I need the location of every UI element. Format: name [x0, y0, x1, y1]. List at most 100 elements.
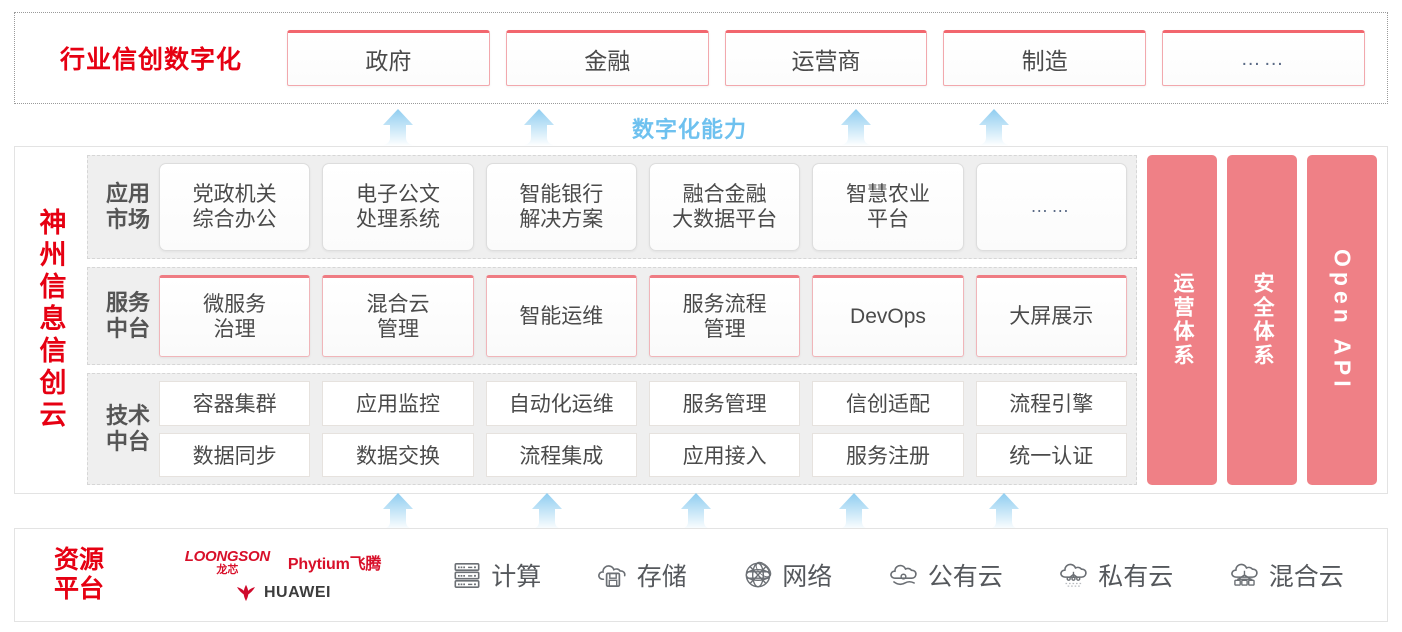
layer-label-line2: 中台: [105, 429, 150, 454]
cloud-platform-body: 应用 市场 党政机关综合办公 电子公文处理系统 智能银行解决方案: [87, 147, 1387, 493]
resource-title-line1: 资源: [53, 546, 104, 575]
huawei-logo: HUAWEI: [235, 584, 331, 602]
app-card-finance-bigdata[interactable]: 融合金融大数据平台: [648, 163, 801, 251]
resource-arrow-row: [0, 490, 1402, 530]
tech-cell-xinchuang-adaptation[interactable]: 信创适配: [812, 381, 964, 426]
tech-cell-app-access[interactable]: 应用接入: [648, 432, 801, 477]
industry-band: 行业信创数字化 政府 金融 运营商 制造 ……: [14, 12, 1388, 104]
card-line1: 电子公文: [355, 182, 440, 206]
technology-row: 数据同步 数据交换 流程集成 应用接入 服务注册 统一认证: [159, 432, 1127, 477]
tech-cell-service-mgmt[interactable]: 服务管理: [648, 381, 801, 426]
tech-cell-container-cluster[interactable]: 容器集群: [159, 381, 311, 426]
layer-label-technology-platform: 技术 中台: [97, 403, 159, 455]
side-column-list: 运营体系 安全体系 Open API: [1147, 155, 1377, 485]
application-card-list: 党政机关综合办公 电子公文处理系统 智能银行解决方案 融合金融大数据平台 智慧农: [159, 163, 1127, 251]
card-line1: 微服务: [203, 292, 267, 316]
resource-item-list: 计算 存储: [423, 557, 1387, 593]
huawei-flower-icon: [237, 584, 255, 601]
resource-item-private-cloud[interactable]: 私有云: [1057, 557, 1173, 593]
layer-label-line2: 中台: [105, 316, 150, 341]
side-column-operations-system[interactable]: 运营体系: [1147, 155, 1217, 485]
layer-application-market: 应用 市场 党政机关综合办公 电子公文处理系统 智能银行解决方案: [87, 155, 1137, 259]
card-line2: 管理: [703, 318, 746, 341]
industry-card-finance[interactable]: 金融: [505, 30, 709, 86]
loongson-logo-text-cn: 龙芯: [216, 563, 239, 576]
network-icon: [745, 561, 772, 588]
resource-item-hybrid-cloud[interactable]: 混合云: [1228, 557, 1344, 593]
technology-grid: 容器集群 应用监控 自动化运维 服务管理 信创适配 流程引擎 数据同步 数据交换…: [159, 381, 1127, 477]
layer-label-application-market: 应用 市场: [97, 181, 159, 233]
app-card-smart-bank[interactable]: 智能银行解决方案: [485, 163, 637, 251]
tech-cell-data-sync[interactable]: 数据同步: [159, 432, 311, 477]
card-line2: 治理: [213, 318, 256, 341]
up-arrow-icon: [978, 492, 1030, 530]
tech-cell-process-integration[interactable]: 流程集成: [485, 432, 637, 477]
technology-row: 容器集群 应用监控 自动化运维 服务管理 信创适配 流程引擎: [159, 381, 1127, 426]
card-line2: 解决方案: [519, 208, 604, 231]
service-card-list: 微服务治理 混合云管理 智能运维 服务流程管理 DevOps: [159, 275, 1127, 357]
card-line2: 管理: [376, 318, 419, 341]
layer-label-line1: 技术: [105, 403, 150, 429]
resource-item-label: 混合云: [1268, 563, 1344, 591]
resource-title-line2: 平台: [53, 575, 104, 603]
up-arrow-icon: [828, 492, 880, 530]
industry-card-telecom[interactable]: 运营商: [724, 30, 928, 86]
resource-platform-title: 资源 平台: [15, 546, 143, 604]
card-line1: 智慧农业: [845, 182, 930, 206]
service-card-process-mgmt[interactable]: 服务流程管理: [648, 275, 801, 357]
app-card-smart-agriculture[interactable]: 智慧农业平台: [812, 163, 964, 251]
layer-service-platform: 服务 中台 微服务治理 混合云管理 智能运维: [87, 267, 1137, 365]
industry-card-manufacturing[interactable]: 制造: [943, 30, 1147, 86]
loongson-logo: LOONGSON 龙芯: [185, 549, 270, 576]
up-arrow-icon: [372, 108, 424, 146]
industry-card-more[interactable]: ……: [1162, 30, 1365, 86]
resource-item-network[interactable]: 网络: [741, 557, 832, 593]
tech-cell-service-registry[interactable]: 服务注册: [812, 432, 964, 477]
industry-card-list: 政府 金融 运营商 制造 ……: [287, 30, 1387, 86]
industry-card-government[interactable]: 政府: [287, 30, 490, 86]
side-column-security-system[interactable]: 安全体系: [1227, 155, 1297, 485]
card-line2: 处理系统: [355, 208, 440, 231]
service-card-intelligent-ops[interactable]: 智能运维: [485, 275, 637, 357]
tech-cell-unified-auth[interactable]: 统一认证: [975, 432, 1127, 477]
service-card-microservice-governance[interactable]: 微服务治理: [159, 275, 311, 357]
tech-cell-app-monitoring[interactable]: 应用监控: [322, 381, 474, 426]
layer-label-line1: 服务: [105, 290, 150, 316]
side-column-open-api[interactable]: Open API: [1307, 155, 1377, 485]
card-line1: 智能银行: [519, 182, 604, 206]
service-card-dashboard[interactable]: 大屏展示: [975, 275, 1127, 357]
industry-title: 行业信创数字化: [59, 46, 242, 74]
tech-cell-automated-ops[interactable]: 自动化运维: [485, 381, 637, 426]
cloud-platform-band: 神州信息信创云 应用 市场 党政机关综合办公 电子公文处理系统: [14, 146, 1388, 494]
tech-cell-data-exchange[interactable]: 数据交换: [322, 432, 474, 477]
card-line1: DevOps: [850, 305, 926, 329]
capability-arrow-row: 数字化能力: [0, 106, 1402, 146]
loongson-logo-text: LOONGSON: [184, 547, 270, 565]
up-arrow-icon: [372, 492, 424, 530]
service-card-devops[interactable]: DevOps: [812, 275, 964, 357]
card-line1: 大屏展示: [1009, 305, 1094, 329]
card-line1: 融合金融: [682, 182, 767, 206]
resource-item-label: 存储: [636, 563, 687, 591]
capability-label: 数字化能力: [632, 117, 748, 142]
resource-item-compute[interactable]: 计算: [450, 557, 541, 593]
phytium-logo: Phytium飞腾: [287, 556, 382, 573]
resource-platform-band: 资源 平台 LOONGSON 龙芯 Phytium飞腾 HUAWEI: [14, 528, 1388, 622]
app-card-government-office[interactable]: 党政机关综合办公: [159, 163, 311, 251]
app-card-edoc-system[interactable]: 电子公文处理系统: [322, 163, 474, 251]
service-card-hybrid-cloud-mgmt[interactable]: 混合云管理: [322, 275, 474, 357]
layer-label-service-platform: 服务 中台: [97, 290, 159, 342]
app-card-more[interactable]: ……: [975, 163, 1127, 251]
hybrid-cloud-icon: [1230, 563, 1258, 586]
server-icon: [454, 563, 480, 589]
up-arrow-icon: [513, 108, 565, 146]
layer-label-line1: 应用: [105, 181, 150, 207]
vendor-logo-list: LOONGSON 龙芯 Phytium飞腾 HUAWEI: [143, 549, 423, 602]
tech-cell-process-engine[interactable]: 流程引擎: [975, 381, 1127, 426]
resource-item-public-cloud[interactable]: 公有云: [887, 557, 1003, 593]
public-cloud-icon: [889, 564, 917, 586]
resource-item-storage[interactable]: 存储: [596, 557, 687, 593]
card-line2: 大数据平台: [672, 208, 778, 231]
card-line2: 综合办公: [192, 208, 277, 231]
